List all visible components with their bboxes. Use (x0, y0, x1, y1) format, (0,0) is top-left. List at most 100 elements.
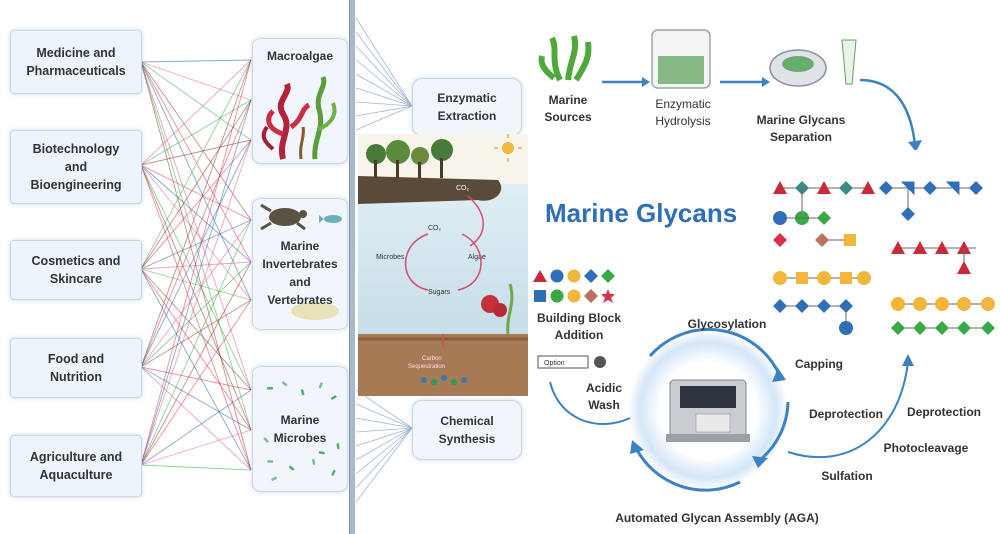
fan-line-enzymatic (355, 31, 413, 107)
microbe-shape (331, 469, 336, 476)
link-line (140, 429, 252, 466)
fan-line-enzymatic (355, 105, 413, 131)
link-line (140, 268, 252, 391)
method-chemical-synthesis: Chemical Synthesis (412, 400, 522, 460)
link-line (140, 268, 252, 301)
glycan-residue (981, 297, 995, 311)
source-marine-microbes: Marine Microbes (252, 366, 348, 492)
application-cosmetics-label: Cosmetics and Skincare (31, 253, 121, 286)
link-line (140, 164, 252, 471)
glycan-residue (935, 297, 949, 311)
glycan-residue (913, 321, 927, 335)
application-food-label: Food and Nutrition (47, 351, 105, 384)
section-divider (349, 0, 355, 534)
microbe-shape (318, 451, 325, 455)
source-macroalgae-label: Macroalgae (266, 49, 334, 63)
fan-line-enzymatic (355, 59, 413, 107)
sulfation-label: Sulfation (821, 469, 873, 483)
link-line (140, 59, 252, 63)
microbe-shape (263, 437, 269, 443)
fan-line-chemical (355, 427, 413, 475)
building-block-icon (550, 289, 564, 303)
glycan-residue (817, 211, 831, 225)
fan-line-chemical (355, 427, 413, 433)
acidic-wash-label: Acidic Wash (585, 381, 622, 412)
link-line (140, 164, 252, 391)
link-line (140, 61, 252, 141)
link-line (140, 366, 252, 391)
microbe-shape (271, 476, 278, 481)
application-agriculture-label: Agriculture and Aquaculture (29, 449, 123, 482)
eco-co2-mid: CO₂ (428, 225, 442, 232)
fan-line-enzymatic (355, 101, 413, 107)
link-line (140, 61, 252, 431)
fan-line-enzymatic (355, 17, 413, 107)
source-marine-animals: Marine Invertebrates and Vertebrates (252, 198, 348, 330)
glycan-residue (796, 272, 808, 284)
method-chemical-label: Chemical Synthesis (438, 414, 496, 446)
link-line (140, 219, 252, 368)
microbe-shape (300, 389, 305, 396)
fan-line-enzymatic (355, 73, 413, 107)
glycan-residue (969, 181, 983, 195)
fan-line-chemical (355, 427, 413, 447)
link-line (140, 59, 252, 270)
photocleavage-label: Photocleavage (883, 441, 969, 455)
microbe-shape (312, 458, 316, 465)
microbe-shape (330, 395, 337, 400)
glycan-residue (795, 299, 809, 313)
fan-line-chemical (355, 427, 413, 461)
glycan-residue (901, 207, 915, 221)
building-block-icons (533, 269, 615, 303)
microbe-shape (267, 460, 274, 463)
microbe-shape (281, 381, 288, 387)
link-line (140, 59, 252, 166)
application-medicine: Medicine and Pharmaceuticals (10, 30, 142, 94)
glycan-residue (913, 241, 927, 254)
glycan-residue (773, 181, 787, 194)
glycan-residue (957, 261, 971, 274)
link-line (140, 139, 252, 466)
glycan-residue (935, 241, 949, 254)
link-line (140, 61, 252, 263)
fan-line-chemical (355, 427, 413, 489)
glycan-residue (773, 271, 787, 285)
aga-cycle: Option (537, 327, 914, 492)
deprotection-outer-label: Deprotection (906, 405, 981, 419)
link-line (140, 268, 252, 431)
aga-option-label: Option (544, 360, 565, 367)
marine-animals-illustration (260, 203, 342, 320)
microbe-shape (288, 465, 295, 471)
glycan-residue (857, 271, 871, 285)
capping-label: Capping (795, 357, 843, 371)
building-block-icon (601, 289, 615, 303)
glycan-residue (817, 299, 831, 313)
building-block-icon (601, 269, 615, 283)
application-biotechnology-label: Biotechnology and Bioengineering (30, 141, 122, 193)
deprotection-inner-label: Deprotection (808, 407, 883, 421)
glycan-residue (945, 181, 960, 196)
glycan-residue (935, 321, 949, 335)
glycan-residue (891, 297, 905, 311)
application-cosmetics: Cosmetics and Skincare (10, 240, 142, 300)
application-food: Food and Nutrition (10, 338, 142, 398)
building-block-icon (567, 289, 581, 303)
link-line (140, 219, 252, 270)
building-block-icon (584, 289, 598, 303)
link-line (140, 464, 252, 471)
link-line (140, 219, 252, 466)
step-marine-sources: Marine Sources (544, 93, 592, 124)
link-line (140, 268, 252, 471)
link-line (140, 299, 252, 368)
link-line (140, 59, 252, 466)
application-biotechnology: Biotechnology and Bioengineering (10, 130, 142, 204)
fan-line-chemical (355, 403, 413, 429)
source-macroalgae: Macroalgae (252, 38, 348, 164)
fan-line-chemical (355, 389, 413, 429)
glycan-residue (815, 233, 829, 247)
glycan-residue (817, 181, 831, 194)
glycan-residue (817, 271, 831, 285)
building-block-icon (567, 269, 581, 283)
